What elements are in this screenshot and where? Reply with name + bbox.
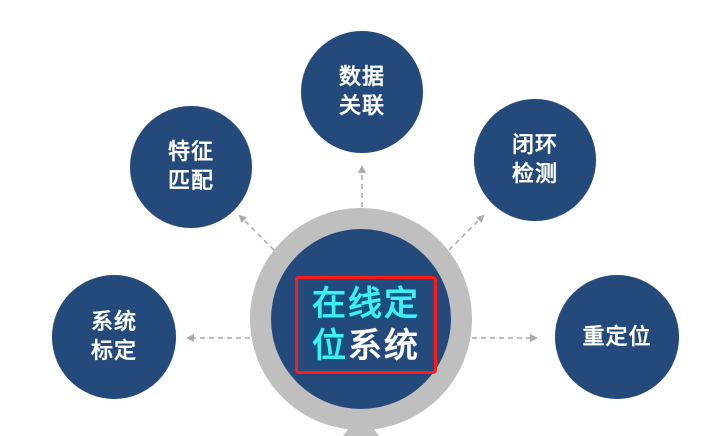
node-system-calibration: 系统 标定 — [52, 275, 176, 399]
center-title-line-1: 在线定 — [312, 283, 420, 325]
node-label: 特征 匹配 — [167, 140, 214, 194]
center-title-highlight: 在线定 — [312, 284, 420, 324]
node-label: 闭环 检测 — [511, 133, 558, 187]
node-label: 数据 关联 — [338, 65, 385, 119]
center-title-line-2: 位系统 — [312, 325, 420, 367]
hub-stem — [343, 426, 379, 436]
node-label: 系统 标定 — [90, 310, 137, 364]
node-data-association: 数据 关联 — [301, 31, 423, 153]
node-loop-closure: 闭环 检测 — [474, 99, 596, 221]
hub-core — [271, 229, 451, 409]
arrow-to-loop-closure — [448, 214, 485, 251]
center-title-rest: 系统 — [348, 326, 420, 366]
node-label: 重定位 — [582, 324, 652, 350]
arrow-to-feature-matching — [238, 214, 275, 251]
node-feature-matching: 特征 匹配 — [130, 106, 252, 228]
node-relocalization: 重定位 — [555, 275, 679, 399]
center-highlight-box: 在线定 位系统 — [295, 276, 437, 374]
center-title-highlight: 位 — [312, 326, 348, 366]
